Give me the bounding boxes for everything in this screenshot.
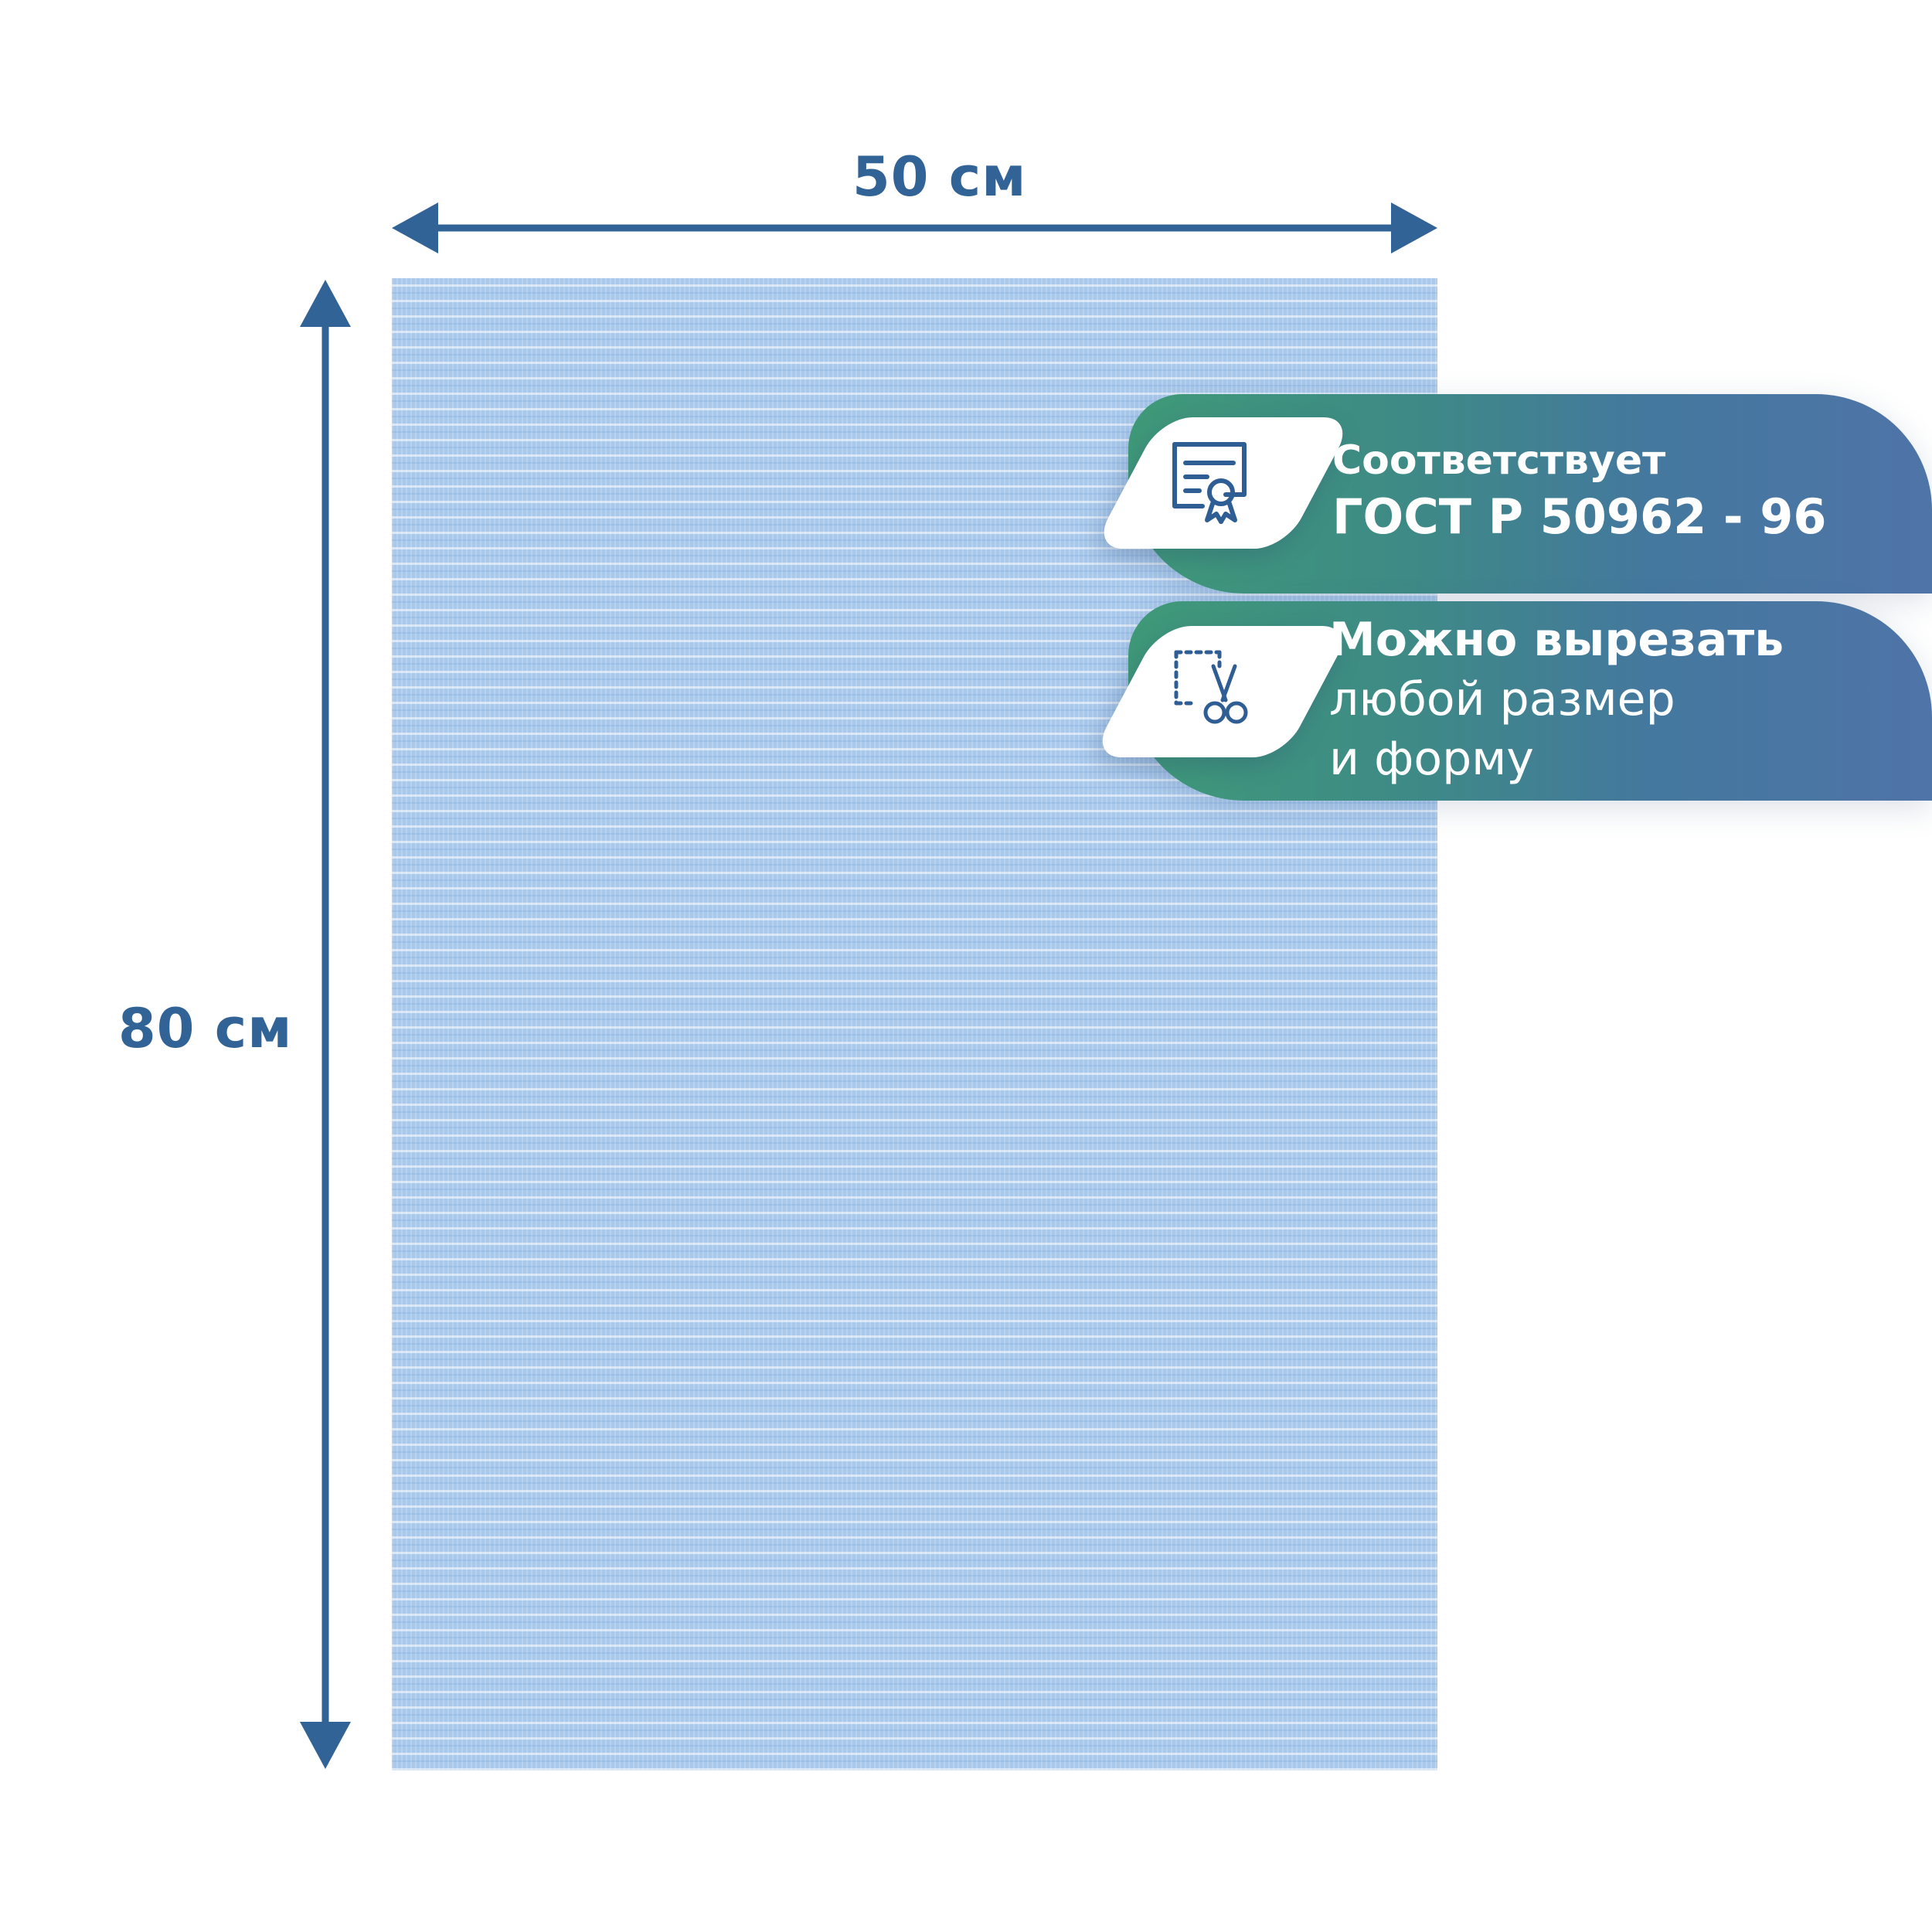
width-arrow	[392, 202, 1437, 253]
scissors-cut-icon	[1159, 635, 1260, 736]
feature-gost-line-1: Соответствует	[1332, 437, 1666, 484]
feature-cut-line-1: Можно вырезать	[1329, 613, 1784, 667]
height-label: 80 см	[118, 997, 293, 1060]
height-arrow	[300, 280, 351, 1769]
width-label: 50 см	[852, 145, 1027, 209]
feature-cut-line-2: любой размер	[1329, 672, 1675, 726]
certificate-icon	[1159, 429, 1260, 529]
feature-gost-line-2: ГОСТ Р 50962 - 96	[1332, 488, 1827, 545]
feature-cut-line-3: и форму	[1329, 732, 1534, 786]
